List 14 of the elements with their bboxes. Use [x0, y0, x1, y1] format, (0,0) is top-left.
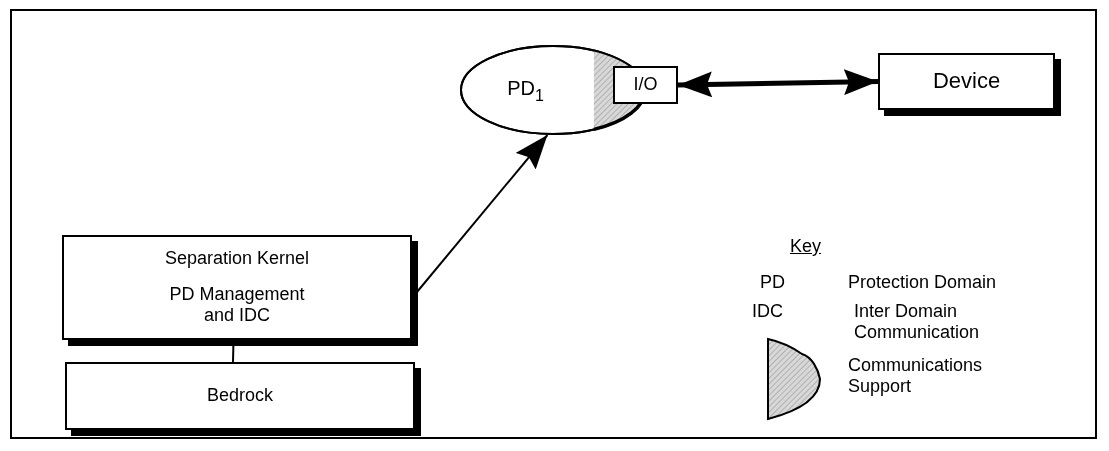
arrow: [677, 69, 879, 98]
key-text: Inter Domain Communication: [854, 301, 981, 343]
node-label: Separation Kernel: [164, 248, 310, 270]
key-heading: Key: [790, 236, 822, 257]
node-label: Device: [932, 68, 1001, 95]
node-label: PD Management and IDC: [168, 283, 306, 327]
process-box: [613, 66, 678, 104]
node-label: PD$_{1}$: [507, 75, 544, 105]
node-label: I/O: [633, 74, 658, 96]
key-text: PD: [760, 272, 785, 293]
key-text: Protection Domain: [848, 272, 997, 293]
legend-text: Communications Support: [848, 355, 984, 397]
node-label: Bedrock: [206, 385, 273, 407]
key-text: IDC: [752, 301, 783, 322]
